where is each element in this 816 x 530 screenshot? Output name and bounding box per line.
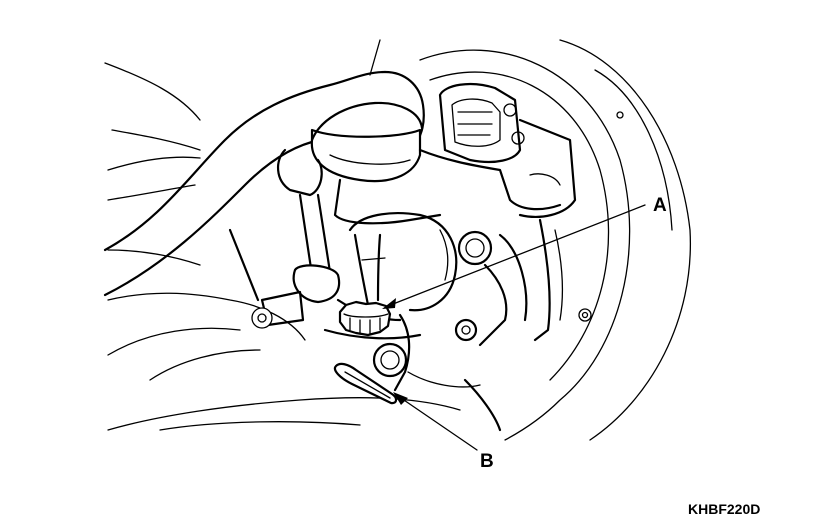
brake-backing-plate	[419, 39, 692, 441]
callout-a-label: A	[653, 195, 667, 216]
figure-code: KHBF220D	[688, 501, 761, 517]
ball-joint	[353, 233, 386, 307]
knuckle-top	[310, 101, 562, 225]
stabilizer-bar	[103, 70, 425, 297]
lower-arm	[228, 212, 528, 347]
leader-line-a	[382, 204, 646, 309]
callout-b-label: B	[480, 451, 494, 472]
background-body-lines	[104, 39, 461, 431]
leader-line-b	[393, 392, 478, 451]
castle-nut	[338, 300, 392, 337]
stabilizer-link	[251, 148, 341, 329]
caliper-bracket	[438, 82, 577, 342]
ball-stud	[372, 313, 502, 432]
cotter-pin	[333, 362, 398, 405]
